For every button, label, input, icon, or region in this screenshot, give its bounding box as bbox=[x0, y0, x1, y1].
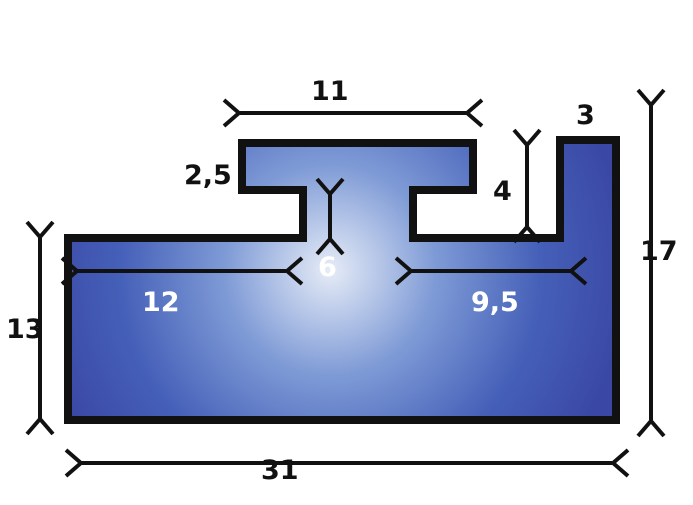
left-height-label: 13 bbox=[6, 314, 44, 345]
total-height-label: 17 bbox=[640, 236, 678, 267]
post-width-label: 3 bbox=[576, 100, 595, 131]
neck-height-label: 6 bbox=[318, 252, 337, 283]
profile-shape bbox=[64, 136, 620, 424]
flange-thickness-label: 2,5 bbox=[184, 160, 232, 191]
notch-depth-label: 4 bbox=[493, 176, 512, 207]
top-width-label: 11 bbox=[311, 76, 349, 107]
total-width-label: 31 bbox=[261, 455, 299, 486]
left-shelf-label: 12 bbox=[142, 287, 180, 318]
right-shelf-label: 9,5 bbox=[471, 287, 519, 318]
